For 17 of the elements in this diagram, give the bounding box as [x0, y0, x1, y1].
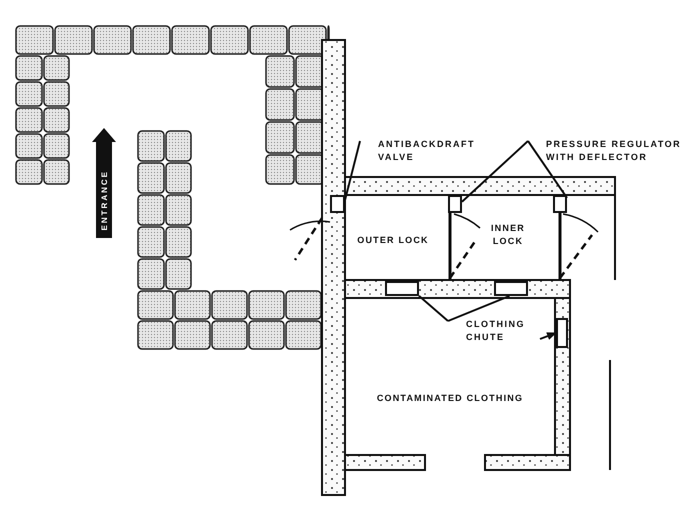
- entrance-arrow: ENTRANCE: [92, 128, 116, 238]
- callout-label: PRESSURE REGULATOR WITH DEFLECTOR: [546, 138, 694, 166]
- wall-opening: [385, 281, 419, 296]
- callout-label: ANTIBACKDRAFT VALVE: [378, 138, 498, 166]
- wall-opening: [330, 195, 345, 213]
- leader-line: [448, 295, 510, 322]
- leader-arrow: [540, 332, 557, 340]
- wall-opening: [553, 195, 567, 213]
- leader-line: [418, 295, 449, 322]
- leader-line: [461, 140, 529, 203]
- callout-label: CLOTHING CHUTE: [466, 318, 538, 346]
- leader-line: [344, 140, 361, 200]
- wall-opening: [448, 195, 462, 213]
- room-label: OUTER LOCK: [357, 234, 429, 246]
- wall-opening: [556, 318, 568, 348]
- room-label: CONTAMINATED CLOTHING: [376, 392, 524, 404]
- wall-opening: [494, 281, 528, 296]
